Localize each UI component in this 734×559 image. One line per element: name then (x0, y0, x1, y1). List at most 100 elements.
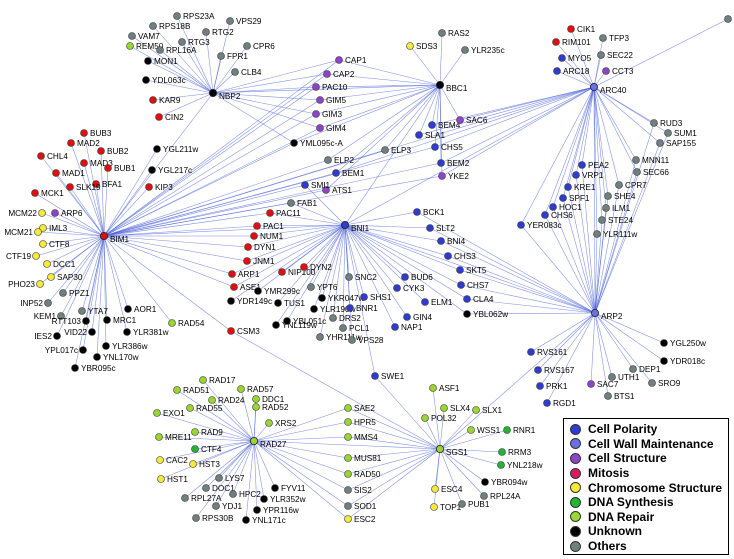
node-rad9[interactable]: RAD9 (191, 428, 224, 437)
node-bub1[interactable]: BUB1 (104, 164, 136, 173)
node-ydl063c[interactable]: YDL063c (142, 76, 186, 85)
node-rpl27a[interactable]: RPL27A (181, 494, 223, 503)
node-slk19[interactable]: SLK19 (66, 183, 102, 192)
node-num1[interactable]: NUM1 (250, 232, 284, 241)
node-ybr095c[interactable]: YBR095c (71, 364, 116, 373)
node-exo1[interactable]: EXO1 (153, 409, 186, 418)
node-xrs2[interactable]: XRS2 (265, 419, 297, 428)
node-skt5[interactable]: SKT5 (456, 266, 487, 275)
node-bem4[interactable]: BEM4 (428, 121, 461, 130)
node-rad27[interactable]: RAD27 (249, 436, 287, 449)
node-fab1[interactable]: FAB1 (287, 199, 318, 208)
node-kar9[interactable]: KAR9 (149, 96, 181, 105)
node-yta7[interactable]: YTA7 (78, 307, 109, 316)
node-chs7[interactable]: CHS7 (457, 281, 490, 290)
node-ylr235c[interactable]: YLR235c (461, 46, 505, 55)
node-ras2[interactable]: RAS2 (438, 29, 470, 38)
node-arc18[interactable]: ARC18 (553, 67, 590, 76)
node-arp2[interactable]: ARP2 (591, 308, 623, 321)
node-bem1[interactable]: BEM1 (332, 169, 365, 178)
node-rad50[interactable]: RAD50 (344, 470, 381, 479)
node-bim1[interactable]: BIM1 (100, 231, 130, 244)
node-bts1[interactable]: BTS1 (604, 392, 635, 401)
node-chs6[interactable]: CHS6 (541, 211, 574, 220)
node-glo3[interactable]: GLO3 (724, 15, 734, 24)
node-rvs161[interactable]: RVS161 (527, 348, 568, 357)
node-sec22[interactable]: SEC22 (597, 51, 634, 60)
node-mrc1[interactable]: MRC1 (103, 316, 137, 325)
node-mad2[interactable]: MAD2 (67, 139, 101, 148)
node-ynl171c[interactable]: YNL171c (242, 516, 286, 525)
node-rad51[interactable]: RAD51 (173, 386, 210, 395)
node-fpr1[interactable]: FPR1 (217, 52, 249, 61)
node-arc40[interactable]: ARC40 (590, 83, 627, 95)
node-sap30[interactable]: SAP30 (47, 273, 83, 282)
node-ctf4[interactable]: CTF4 (191, 445, 222, 454)
node-myo5[interactable]: MYO5 (558, 54, 592, 63)
node-sla1[interactable]: SLA1 (415, 131, 446, 140)
node-dcc1[interactable]: DCC1 (43, 260, 76, 269)
node-yer083c[interactable]: YER083c (517, 221, 562, 230)
node-mon1[interactable]: MON1 (144, 57, 179, 66)
node-doc1[interactable]: DOC1 (202, 484, 236, 493)
node-mcm21[interactable]: MCM21 (4, 228, 42, 237)
node-pea2[interactable]: PEA2 (578, 161, 610, 170)
node-sum1[interactable]: SUM1 (664, 129, 698, 138)
node-asf1[interactable]: ASF1 (429, 384, 460, 393)
node-bck1[interactable]: BCK1 (413, 208, 445, 217)
node-hst1[interactable]: HST1 (157, 475, 189, 484)
node-ynl170w[interactable]: YNL170w (93, 353, 139, 362)
node-rim101[interactable]: RIM101 (552, 38, 592, 47)
node-prk1[interactable]: PRK1 (536, 382, 568, 391)
node-tfp3[interactable]: TFP3 (599, 34, 630, 43)
node-cpr7[interactable]: CPR7 (615, 181, 648, 190)
node-ymr299c[interactable]: YMR299c (254, 287, 300, 296)
node-ynl119w[interactable]: YNL119w (272, 321, 317, 330)
node-snc2[interactable]: SNC2 (345, 273, 378, 282)
node-drs2[interactable]: DRS2 (329, 314, 362, 323)
node-swe1[interactable]: SWE1 (371, 372, 405, 381)
node-cct3[interactable]: CCT3 (602, 67, 634, 76)
node-cpr6[interactable]: CPR6 (243, 42, 276, 51)
node-bub3[interactable]: BUB3 (80, 129, 112, 138)
node-rps18b[interactable]: RPS18B (149, 22, 191, 31)
node-elm1[interactable]: ELM1 (421, 298, 453, 307)
node-ddc1[interactable]: DDC1 (252, 395, 285, 404)
node-cla4[interactable]: CLA4 (463, 295, 494, 304)
node-sds3[interactable]: SDS3 (406, 42, 438, 51)
node-rvs167[interactable]: RVS167 (534, 366, 575, 375)
node-gin4[interactable]: GIN4 (403, 313, 433, 322)
node-ylr111w[interactable]: YLR111w (593, 230, 638, 239)
node-arp6[interactable]: ARP6 (51, 209, 83, 218)
node-vps28[interactable]: VPS28 (348, 336, 384, 345)
node-cap1[interactable]: CAP1 (335, 56, 367, 65)
node-smi1[interactable]: SMI1 (301, 181, 331, 190)
node-pac11[interactable]: PAC11 (266, 209, 302, 218)
node-pac10[interactable]: PAC10 (312, 83, 348, 92)
node-hst3[interactable]: HST3 (189, 460, 221, 469)
node-sec66[interactable]: SEC66 (633, 168, 670, 177)
node-vam7[interactable]: VAM7 (128, 32, 161, 41)
node-elp3[interactable]: ELP3 (381, 146, 412, 155)
node-nbp2[interactable]: NBP2 (208, 89, 241, 101)
node-sod1[interactable]: SOD1 (344, 502, 377, 511)
node-rad55[interactable]: RAD55 (186, 404, 223, 413)
node-inp52[interactable]: INP52 (20, 299, 52, 308)
node-bnr1[interactable]: BNR1 (346, 304, 379, 313)
node-hpr5[interactable]: HPR5 (344, 418, 377, 427)
node-hoc1[interactable]: HOC1 (549, 203, 583, 212)
node-shs1[interactable]: SHS1 (360, 293, 392, 302)
node-elp2[interactable]: ELP2 (324, 156, 355, 165)
node-gim3[interactable]: GIM3 (312, 110, 343, 119)
node-pcl1[interactable]: PCL1 (339, 324, 370, 333)
node-rem50[interactable]: REM50 (126, 42, 164, 51)
node-sac6[interactable]: SAC6 (456, 116, 488, 125)
node-pol32[interactable]: POL32 (421, 414, 457, 423)
node-hpc2[interactable]: HPC2 (229, 490, 262, 499)
node-fyv11[interactable]: FYV11 (271, 484, 306, 493)
node-cin2[interactable]: CIN2 (155, 113, 185, 122)
node-bfa1[interactable]: BFA1 (92, 180, 123, 189)
node-pho23[interactable]: PHO23 (8, 280, 44, 289)
node-bem2[interactable]: BEM2 (437, 159, 470, 168)
node-mnn11[interactable]: MNN11 (632, 156, 670, 165)
